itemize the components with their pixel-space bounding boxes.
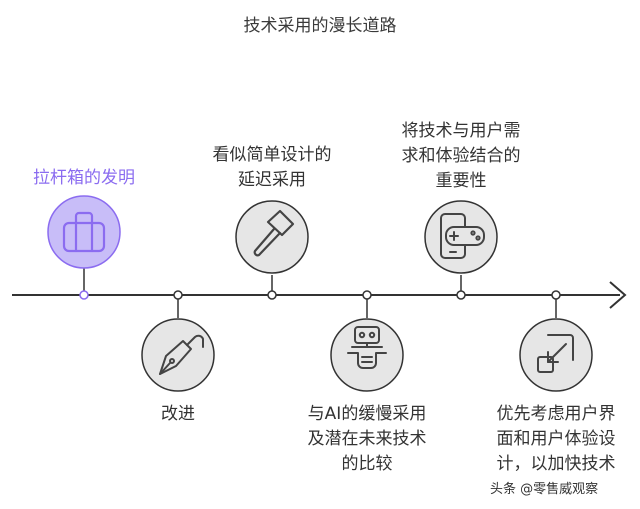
axis-dot-2 [173, 290, 183, 300]
axis-dot-5 [456, 290, 466, 300]
pen-nib-icon [159, 334, 204, 375]
milestone-node-6 [519, 318, 593, 392]
axis-dot-1 [79, 290, 89, 300]
hammer-icon [253, 209, 295, 257]
milestone-label-1: 拉杆箱的发明 [33, 168, 135, 188]
milestone-label-4: 与AI的缓慢采用 及潜在未来技术 的比较 [307, 404, 427, 474]
resize-arrow-icon [537, 334, 574, 373]
milestone-label-5: 将技术与用户需 求和体验结合的 重要性 [401, 121, 521, 191]
axis-dot-3 [267, 290, 277, 300]
axis-dot-6 [551, 290, 561, 300]
game-controller-phone-icon [440, 213, 485, 259]
milestone-node-4 [330, 318, 404, 392]
milestone-label-3: 看似简单设计的 延迟采用 [212, 145, 332, 190]
axis-dot-4 [362, 290, 372, 300]
robot-icon [347, 326, 387, 369]
milestone-node-3 [235, 200, 309, 274]
timeline-arrowhead [609, 281, 627, 309]
diagram-title: 技术采用的漫长道路 [243, 16, 397, 36]
milestone-label-2: 改进 [161, 404, 195, 424]
milestone-node-2 [141, 318, 215, 392]
milestone-node-1 [47, 195, 121, 269]
milestone-node-5 [424, 200, 498, 274]
milestone-label-6: 优先考虑用户界 面和用户体验设 计，以加快技术 [496, 404, 616, 474]
suitcase-icon [62, 211, 106, 253]
watermark: 头条 @零售威观察 [490, 482, 599, 497]
